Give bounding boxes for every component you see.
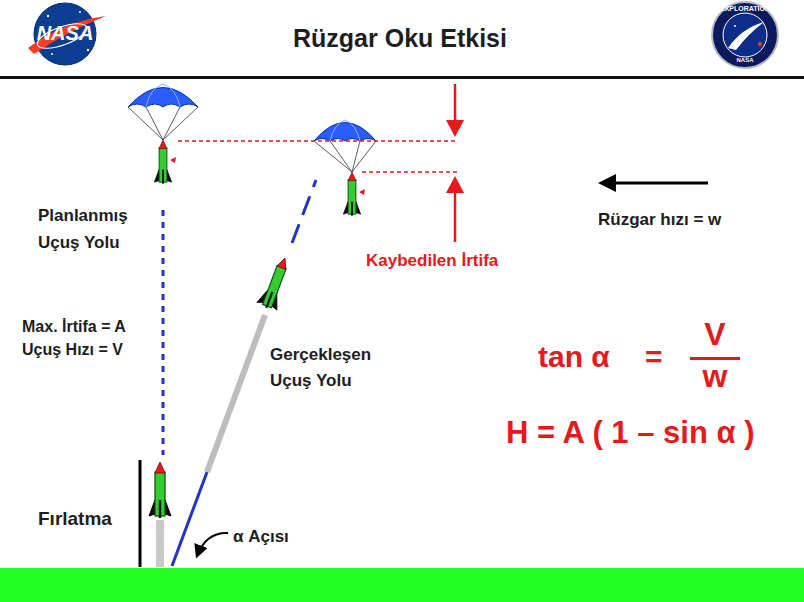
wind-label: Rüzgar hızı = w — [598, 210, 721, 230]
rocket-on-pad — [149, 462, 171, 518]
formula-text: = — [645, 340, 663, 375]
angle-arrow — [197, 533, 228, 556]
path-label: Planlanmış Uçuş Yolu — [38, 202, 150, 256]
angle-label: α Açısı — [233, 527, 289, 547]
value-label: Uçuş Hızı = V — [22, 341, 123, 359]
exhaust-trail — [207, 315, 265, 472]
logo-text: EXPLORATION — [720, 5, 770, 13]
formula-text: tan α — [538, 340, 610, 375]
logo-text: NASA — [37, 22, 94, 45]
altitude-line — [178, 140, 458, 142]
launch-label: Fırlatma — [38, 508, 112, 530]
formula-text: V — [704, 316, 725, 353]
altitude-line — [362, 171, 458, 173]
ground — [0, 568, 804, 602]
lost-altitude-arrow — [446, 176, 464, 242]
path-label: Gerçekleşen Uçuş Yolu — [270, 342, 388, 393]
actual-flight-path — [172, 472, 207, 566]
header-rule — [0, 76, 804, 79]
title: Rüzgar Oku Etkisi — [293, 24, 507, 53]
formula-text: w — [703, 358, 728, 395]
value-label: Max. İrtifa = A — [22, 318, 126, 336]
lost-altitude-label: Kaybedilen İrtifa — [366, 251, 498, 271]
lost-altitude-arrow — [446, 84, 464, 137]
exhaust-plume — [156, 520, 164, 567]
launch-rail — [139, 460, 142, 567]
rocket-in-flight — [257, 254, 295, 311]
actual-flight-path — [292, 180, 316, 243]
planned-flight-path — [162, 210, 165, 455]
nasa-logo — [28, 3, 106, 65]
formula-text: H = A ( 1 – sin α ) — [506, 415, 754, 451]
parachute-actual — [314, 120, 376, 216]
exploration-logo — [712, 2, 778, 68]
parachute-planned — [128, 84, 198, 184]
logo-text: NASA — [736, 57, 753, 64]
wind-arrow — [598, 174, 708, 192]
